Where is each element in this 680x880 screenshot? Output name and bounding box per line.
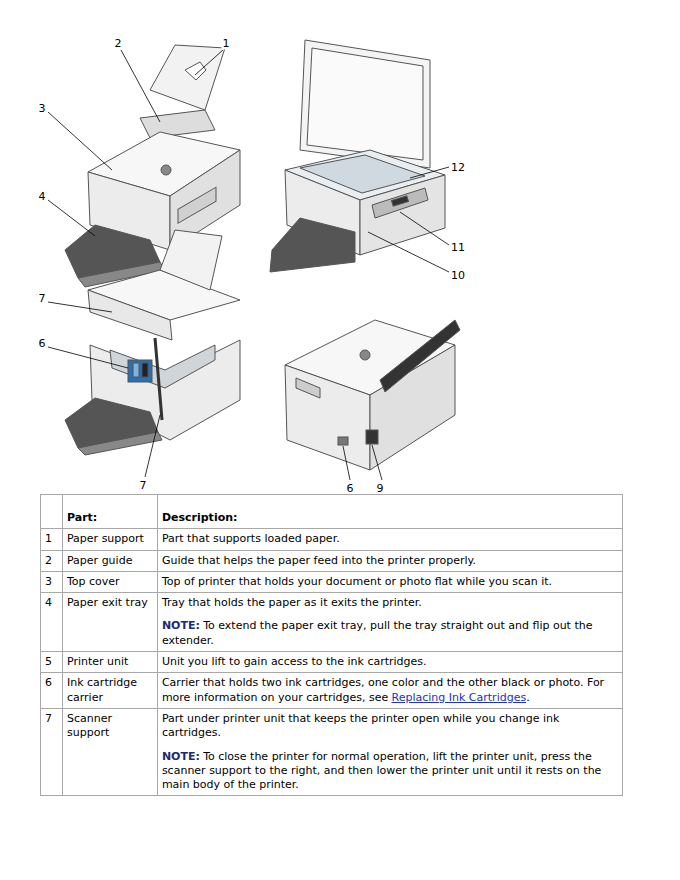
row-number: 5	[45, 655, 52, 668]
parts-table: Part: Description: 1 Paper support Part that…	[40, 494, 623, 796]
table-header: Part:	[67, 511, 97, 524]
leader-lines	[48, 50, 449, 480]
part-description: Unit you lift to gain access to the ink …	[162, 655, 427, 668]
row-number: 2	[45, 554, 52, 567]
usb-connector	[338, 437, 348, 445]
operator-panel	[372, 188, 428, 218]
part-name: Scanner support	[67, 712, 112, 739]
note-label: NOTE:	[162, 750, 200, 763]
table-header: Description:	[162, 511, 238, 524]
note-label: NOTE:	[162, 619, 200, 632]
callout-number: 10	[450, 269, 466, 282]
row-number: 3	[45, 575, 52, 588]
open-lid	[300, 40, 430, 168]
part-description: Guide that helps the paper feed into the…	[162, 554, 476, 567]
callout-number: 1	[222, 37, 231, 50]
paper-guide	[140, 110, 215, 138]
part-name: Paper support	[67, 532, 144, 545]
callout-number: 4	[38, 190, 47, 203]
callout-number: 9	[376, 482, 385, 495]
part-description: To close the printer for normal operatio…	[162, 750, 601, 792]
callout-number: 3	[38, 102, 47, 115]
callout-number: 2	[114, 37, 123, 50]
hyperlink: Replacing Ink Cartridges	[392, 691, 527, 704]
ink-cartridge-carrier	[128, 360, 152, 382]
part-description: Tray that holds the paper as it exits th…	[162, 596, 422, 609]
part-description: Part that supports loaded paper.	[162, 532, 340, 545]
part-name: Top cover	[67, 575, 120, 588]
part-description: Part under printer unit that keeps the p…	[162, 712, 559, 739]
part-name: Paper exit tray	[67, 596, 148, 609]
part-description: Carrier that holds two ink cartridges, o…	[162, 676, 604, 703]
power-connector	[366, 430, 378, 444]
callout-number: 6	[38, 337, 47, 350]
callout-number: 7	[38, 292, 47, 305]
callout-number: 11	[450, 241, 466, 254]
part-description: To extend the paper exit tray, pull the …	[162, 619, 593, 646]
scanner-support	[155, 338, 162, 420]
part-name: Printer unit	[67, 655, 128, 668]
part-description: .	[526, 691, 530, 704]
row-number: 6	[45, 676, 52, 689]
callout-number: 6	[346, 482, 355, 495]
row-number: 4	[45, 596, 52, 609]
part-description: Top of printer that holds your document …	[162, 575, 552, 588]
paper-support	[150, 45, 225, 110]
callout-number: 12	[450, 161, 466, 174]
callout-number: 7	[139, 479, 148, 492]
part-name: Paper guide	[67, 554, 132, 567]
row-number: 1	[45, 532, 52, 545]
part-name: Ink cartridge carrier	[67, 676, 137, 703]
row-number: 7	[45, 712, 52, 725]
